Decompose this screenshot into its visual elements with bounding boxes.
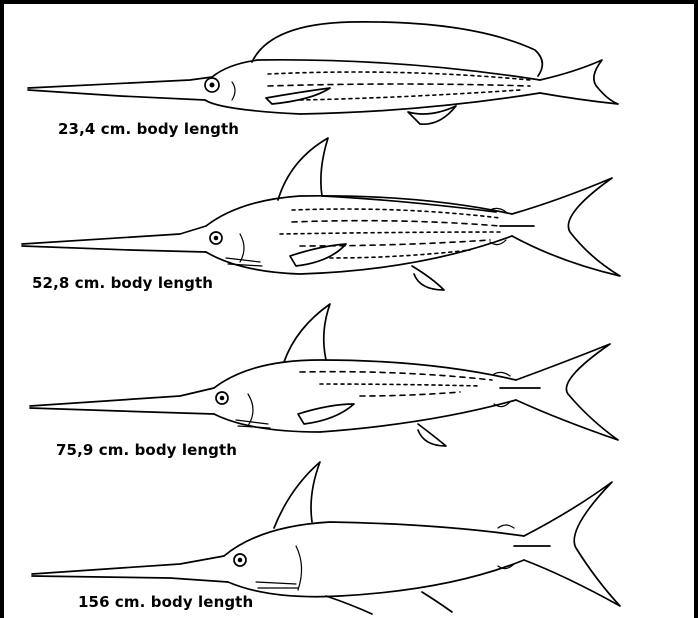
fish-1-back [212,60,540,80]
fish-2-pupil [214,236,219,241]
fish-1-spots-row-2 [268,84,530,86]
fish-1-dorsal-sail [252,22,542,76]
fish-2-upper-bill [22,226,206,244]
caption-stage-4: 156 cm. body length [78,593,253,611]
fish-4-jaw-lines [256,582,298,588]
fish-4-pupil [238,558,243,563]
fish-4-lower-bill [32,576,228,582]
fish-3-spots-row-3 [360,392,460,396]
swordfish-stage-4-drawing [32,462,620,614]
fish-3-lower-bill [30,408,214,414]
fish-3-pectoral-fin [298,404,354,424]
fish-4-dorsal-fin [274,462,320,528]
fish-2-spots-row-3 [280,232,500,234]
fish-3-anal-fin [418,424,446,446]
fish-1-lower-bill [28,90,205,100]
fish-2-spots-row-4 [300,240,490,246]
fish-4-pectoral-fin [326,596,372,614]
fish-2-belly [206,236,512,274]
fish-2-lower-bill [22,246,206,252]
fish-2-back [206,196,512,226]
fish-2-tail [512,178,620,276]
fish-2-dorsal-fin [278,138,328,200]
fish-2-spots-row-1 [292,209,500,218]
fish-4-finlet-top [498,525,514,528]
fish-4-anal-fin [422,592,452,612]
swordfish-stage-3-drawing [30,304,618,446]
caption-stage-2: 52,8 cm. body length [32,274,213,292]
fish-3-spots-row-1 [300,372,492,380]
fish-2-spots-row-5 [330,250,470,258]
fish-1-tail [540,60,618,104]
fish-1-pectoral-fin [266,88,330,104]
fish-4-tail [524,482,620,606]
caption-stage-1: 23,4 cm. body length [58,120,239,138]
fish-4-upper-bill [32,556,224,574]
fish-1-pupil [210,83,215,88]
fish-3-upper-bill [30,388,214,406]
fish-3-dorsal-fin [284,304,330,362]
fish-3-pupil [220,396,225,401]
fish-1-upper-bill [28,77,212,88]
fish-1-gill [232,82,235,100]
fish-4-gill [296,546,302,590]
swordfish-stage-2-drawing [22,138,620,290]
fish-2-jaw-lines [226,258,262,266]
fish-2-anal-fin [412,266,444,290]
fish-3-spots-row-2 [320,384,480,386]
caption-stage-3: 75,9 cm. body length [56,441,237,459]
fish-1-belly [205,93,540,114]
fish-1-spots-row-3 [300,90,520,100]
fish-4-belly [228,560,524,597]
swordfish-stage-1-drawing [28,22,618,124]
fish-4-back [224,522,524,556]
fish-2-spots-row-2 [292,221,500,226]
fish-2-gill [240,234,244,262]
fish-3-tail [516,344,618,440]
fish-2-pectoral-fin [290,244,346,266]
